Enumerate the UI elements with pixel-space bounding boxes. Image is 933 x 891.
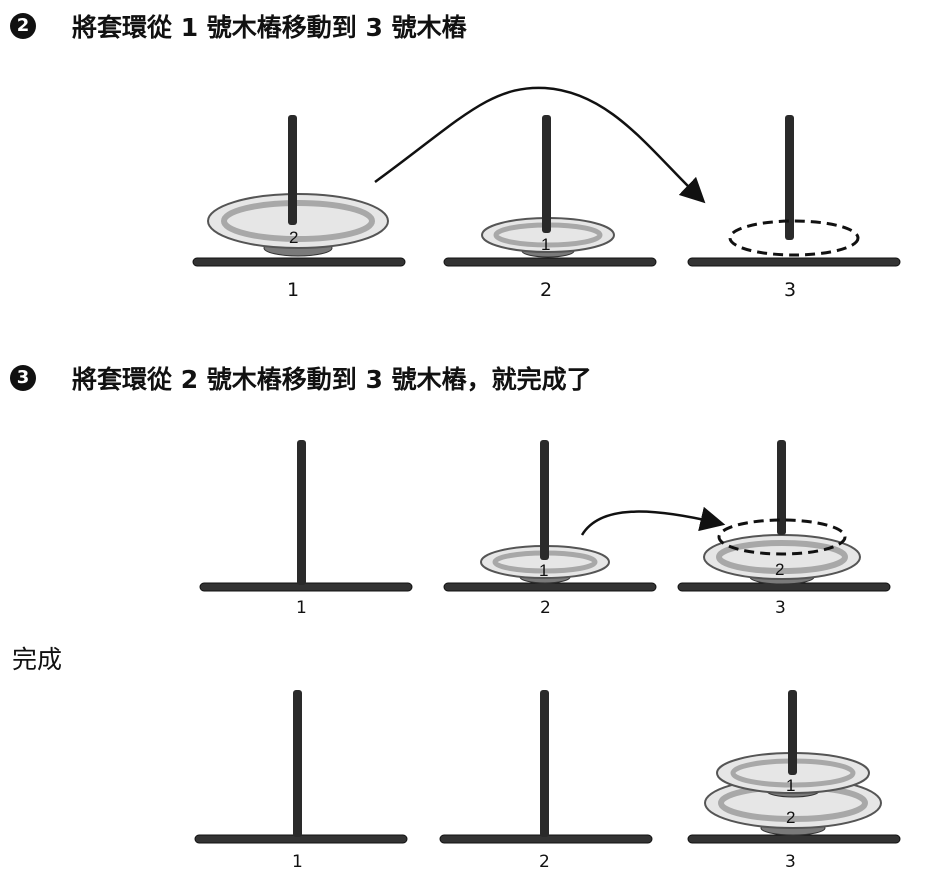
disk-label-1: 1 (541, 235, 550, 254)
step-2-heading: 2 將套環從 1 號木樁移動到 3 號木樁 (10, 8, 467, 44)
base-3 (687, 834, 901, 844)
peg-3 (777, 440, 786, 535)
peg-label: 1 (296, 598, 307, 618)
peg-2 (540, 690, 549, 837)
disk-ring (716, 540, 848, 574)
base-2 (443, 582, 657, 592)
step-2-text: 將套環從 1 號木樁移動到 3 號木樁 (72, 13, 467, 42)
peg-1 (293, 690, 302, 837)
peg-3 (788, 690, 797, 775)
peg-label: 1 (292, 852, 303, 872)
peg-label: 3 (784, 279, 797, 301)
peg-label: 2 (540, 279, 553, 301)
final-diagram: 1 2 (194, 690, 901, 844)
peg-1 (288, 115, 297, 225)
target-disk-outline (728, 219, 860, 257)
move-arrow (580, 506, 726, 536)
step-2-peg-labels: 1 2 3 (0, 279, 933, 309)
done-label: 完成 (12, 645, 63, 674)
peg-label: 1 (287, 279, 300, 301)
step-3-diagram: 1 2 (199, 440, 891, 592)
base-2 (443, 257, 657, 267)
peg-1 (297, 440, 306, 585)
step-3-peg-labels: 1 2 3 (0, 598, 933, 622)
base-1 (192, 257, 406, 267)
target-disk-outline (717, 518, 847, 556)
peg-3 (785, 115, 794, 240)
peg-label: 2 (539, 852, 550, 872)
step-3-text: 將套環從 2 號木樁移動到 3 號木樁，就完成了 (72, 365, 592, 394)
disk-label-2: 2 (775, 560, 784, 579)
step-3-heading: 3 將套環從 2 號木樁移動到 3 號木樁，就完成了 (10, 360, 592, 396)
disk-ring (221, 200, 375, 242)
peg-label: 2 (540, 598, 551, 618)
step-2-marker-icon: 2 (10, 13, 36, 39)
move-arrow (374, 86, 706, 204)
peg-2 (542, 115, 551, 233)
peg-label: 3 (775, 598, 786, 618)
disk-label-1: 1 (786, 776, 795, 795)
disk-label-2: 2 (289, 228, 298, 247)
step-3-marker-icon: 3 (10, 365, 36, 391)
final-peg-labels: 1 2 3 (0, 852, 933, 876)
disk-label-1: 1 (539, 561, 548, 580)
base-3 (687, 257, 901, 267)
peg-label: 3 (785, 852, 796, 872)
base-1 (199, 582, 413, 592)
disk-label-2: 2 (786, 808, 795, 827)
peg-2 (540, 440, 549, 560)
step-2-diagram: 2 1 (192, 86, 901, 267)
